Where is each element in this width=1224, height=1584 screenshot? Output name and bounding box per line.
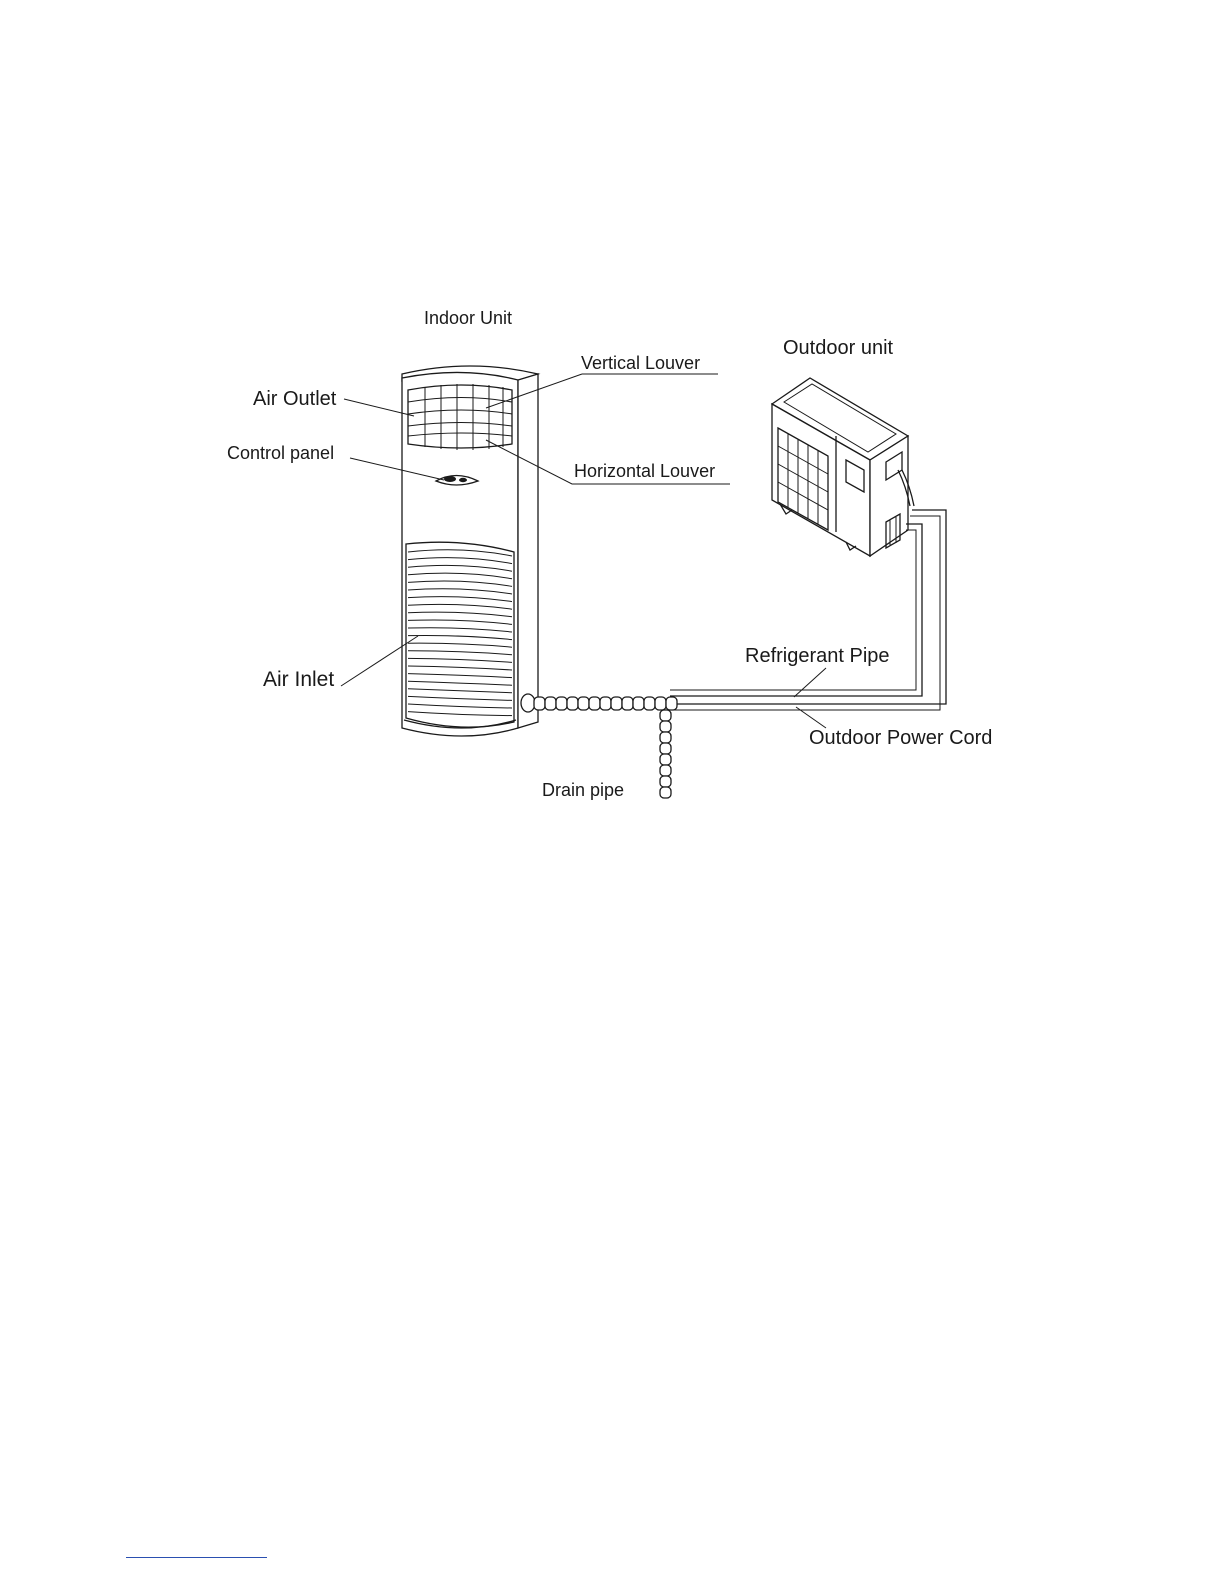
hose-segment: [567, 697, 578, 710]
hose-segment: [633, 697, 644, 710]
hose-segment: [556, 697, 567, 710]
hose-segment: [545, 697, 556, 710]
footnote-rule: [126, 1557, 267, 1558]
drain-segment: [660, 776, 671, 787]
outdoor-unit-drawing: [772, 378, 914, 556]
drain-segment: [660, 754, 671, 765]
hose-segment: [600, 697, 611, 710]
outdoor-power-cord-label: Outdoor Power Cord: [809, 728, 992, 748]
hose-segment: [611, 697, 622, 710]
refrigerant-pipe-label: Refrigerant Pipe: [745, 646, 890, 666]
drain-pipe-label: Drain pipe: [542, 781, 624, 799]
hose-segment: [644, 697, 655, 710]
hose-segment: [578, 697, 589, 710]
air-inlet-label: Air Inlet: [263, 669, 334, 690]
indoor-unit-label: Indoor Unit: [424, 309, 512, 327]
drain-segment: [660, 721, 671, 732]
drain-segment: [660, 743, 671, 754]
outdoor-unit-label: Outdoor unit: [783, 338, 893, 358]
hose-segment: [655, 697, 666, 710]
hose-segment: [666, 697, 677, 710]
hose-segment: [589, 697, 600, 710]
drain-segment: [660, 765, 671, 776]
horizontal-louver-label: Horizontal Louver: [574, 462, 715, 480]
vertical-louver-label: Vertical Louver: [581, 354, 700, 372]
drain-segment: [660, 732, 671, 743]
indoor-unit-drawing: [402, 366, 538, 736]
control-panel-label: Control panel: [227, 444, 334, 462]
drain-segment: [660, 787, 671, 798]
drain-segment: [660, 710, 671, 721]
air-outlet-label: Air Outlet: [253, 389, 336, 409]
hose-segment: [534, 697, 545, 710]
hose-segment: [622, 697, 633, 710]
